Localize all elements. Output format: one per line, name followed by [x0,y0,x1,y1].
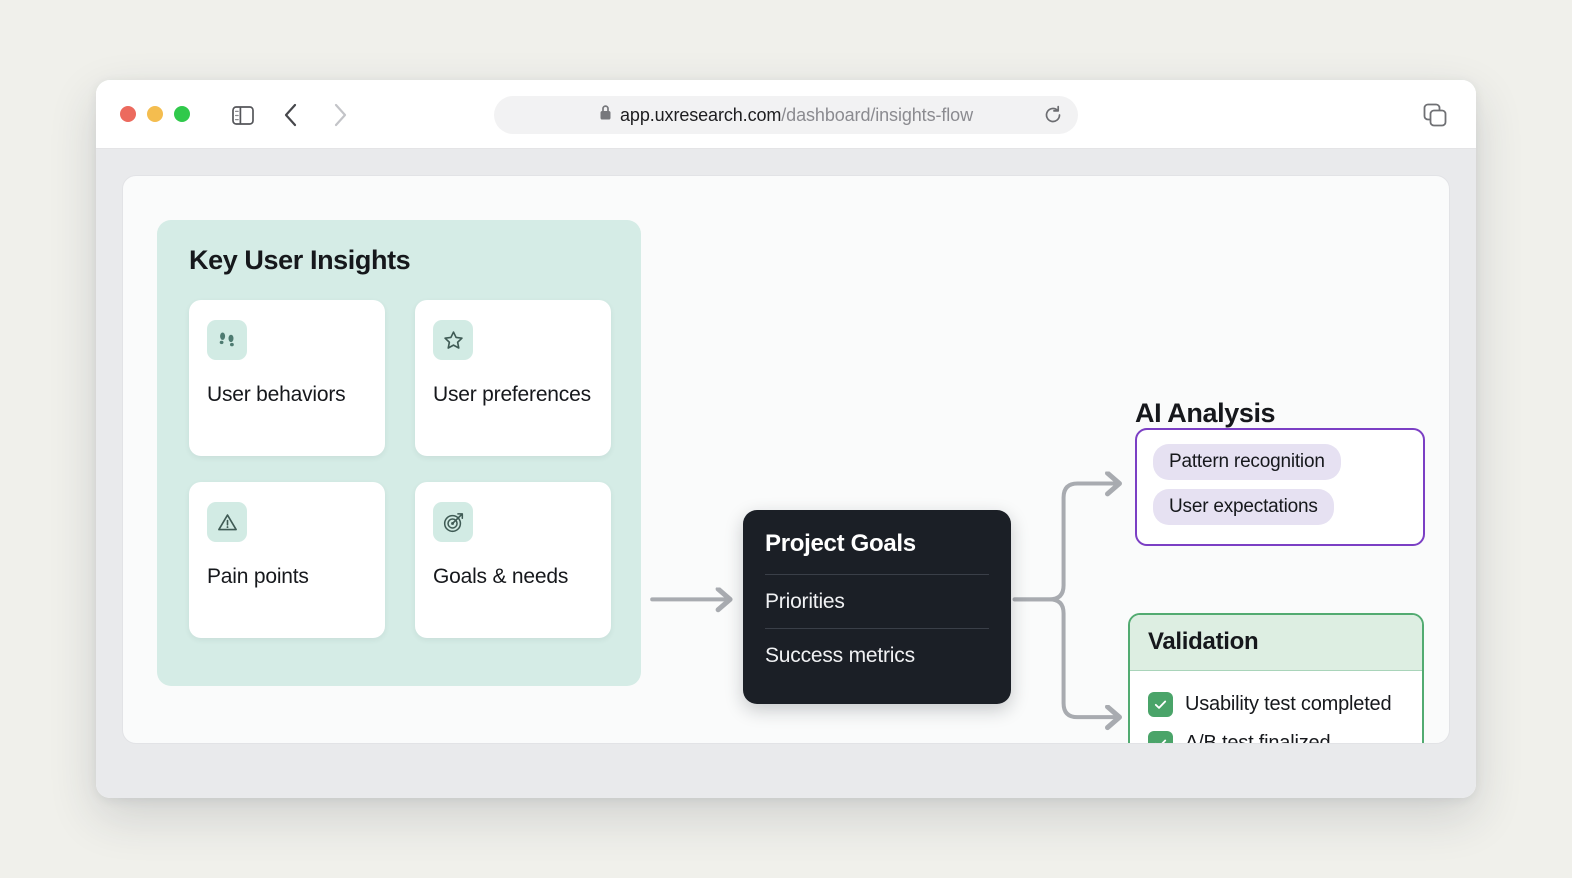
warning-triangle-icon [207,502,247,542]
validation-header: Validation [1130,615,1422,671]
insights-panel-title: Key User Insights [189,245,411,275]
project-goals-card[interactable]: Project Goals Priorities Success metrics [743,510,1011,704]
connector-goals-to-ai [1012,484,1118,602]
validation-title: Validation [1148,628,1259,655]
chevron-left-icon[interactable] [274,98,308,132]
validation-card: Validation Usability test completed [1128,613,1424,744]
url-text: app.uxresearch.com/dashboard/insights-fl… [620,105,973,126]
footprints-icon [207,320,247,360]
insight-card-label: Pain points [207,565,309,588]
validation-checklist: Usability test completed A/B test finali… [1130,671,1422,744]
insight-card-pain-points[interactable]: Pain points [189,482,385,638]
ai-analysis-card: Pattern recognition User expectations [1135,428,1425,546]
connector-goals-to-validation [1012,597,1118,717]
ai-analysis-title: AI Analysis [1135,398,1276,428]
chevron-right-icon[interactable] [322,98,356,132]
validation-item-label: A/B test finalized [1185,732,1331,744]
checkbox-checked-icon[interactable] [1148,731,1173,743]
address-bar[interactable]: app.uxresearch.com/dashboard/insights-fl… [494,96,1078,134]
url-domain: app.uxresearch.com [620,104,782,125]
ai-pill-user-expectations[interactable]: User expectations [1153,489,1334,525]
reload-icon[interactable] [1042,104,1064,126]
validation-item-label: Usability test completed [1185,693,1392,715]
insight-card-label: User preferences [433,383,591,406]
insight-card-user-preferences[interactable]: User preferences [415,300,611,456]
target-icon [433,502,473,542]
insight-card-label: User behaviors [207,383,346,406]
minimize-window-button[interactable] [147,106,163,122]
sidebar-icon[interactable] [226,98,260,132]
insight-card-label: Goals & needs [433,565,569,588]
browser-viewport: Key User Insights User behaviors [96,149,1476,798]
url-path: /dashboard/insights-flow [781,104,973,125]
validation-item-ab-test-finalized[interactable]: A/B test finalized [1148,724,1404,744]
project-goals-row-success-metrics[interactable]: Success metrics [765,628,989,682]
flow-canvas: Key User Insights User behaviors [122,175,1450,744]
star-icon [433,320,473,360]
insight-card-user-behaviors[interactable]: User behaviors [189,300,385,456]
project-goals-row-priorities[interactable]: Priorities [765,574,989,628]
checkbox-checked-icon[interactable] [1148,692,1173,717]
lock-icon [599,104,612,126]
tabs-overview-icon[interactable] [1420,100,1450,130]
ai-pill-pattern-recognition[interactable]: Pattern recognition [1153,444,1341,480]
insights-card-grid: User behaviors User preferences [189,300,611,638]
browser-titlebar: app.uxresearch.com/dashboard/insights-fl… [96,80,1476,149]
window-controls [120,106,190,122]
navigation-controls [226,98,356,132]
insight-card-goals-needs[interactable]: Goals & needs [415,482,611,638]
browser-window: app.uxresearch.com/dashboard/insights-fl… [96,80,1476,798]
maximize-window-button[interactable] [174,106,190,122]
project-goals-title: Project Goals [765,530,916,557]
key-user-insights-panel: Key User Insights User behaviors [157,220,641,686]
validation-item-usability-test[interactable]: Usability test completed [1148,685,1404,724]
close-window-button[interactable] [120,106,136,122]
